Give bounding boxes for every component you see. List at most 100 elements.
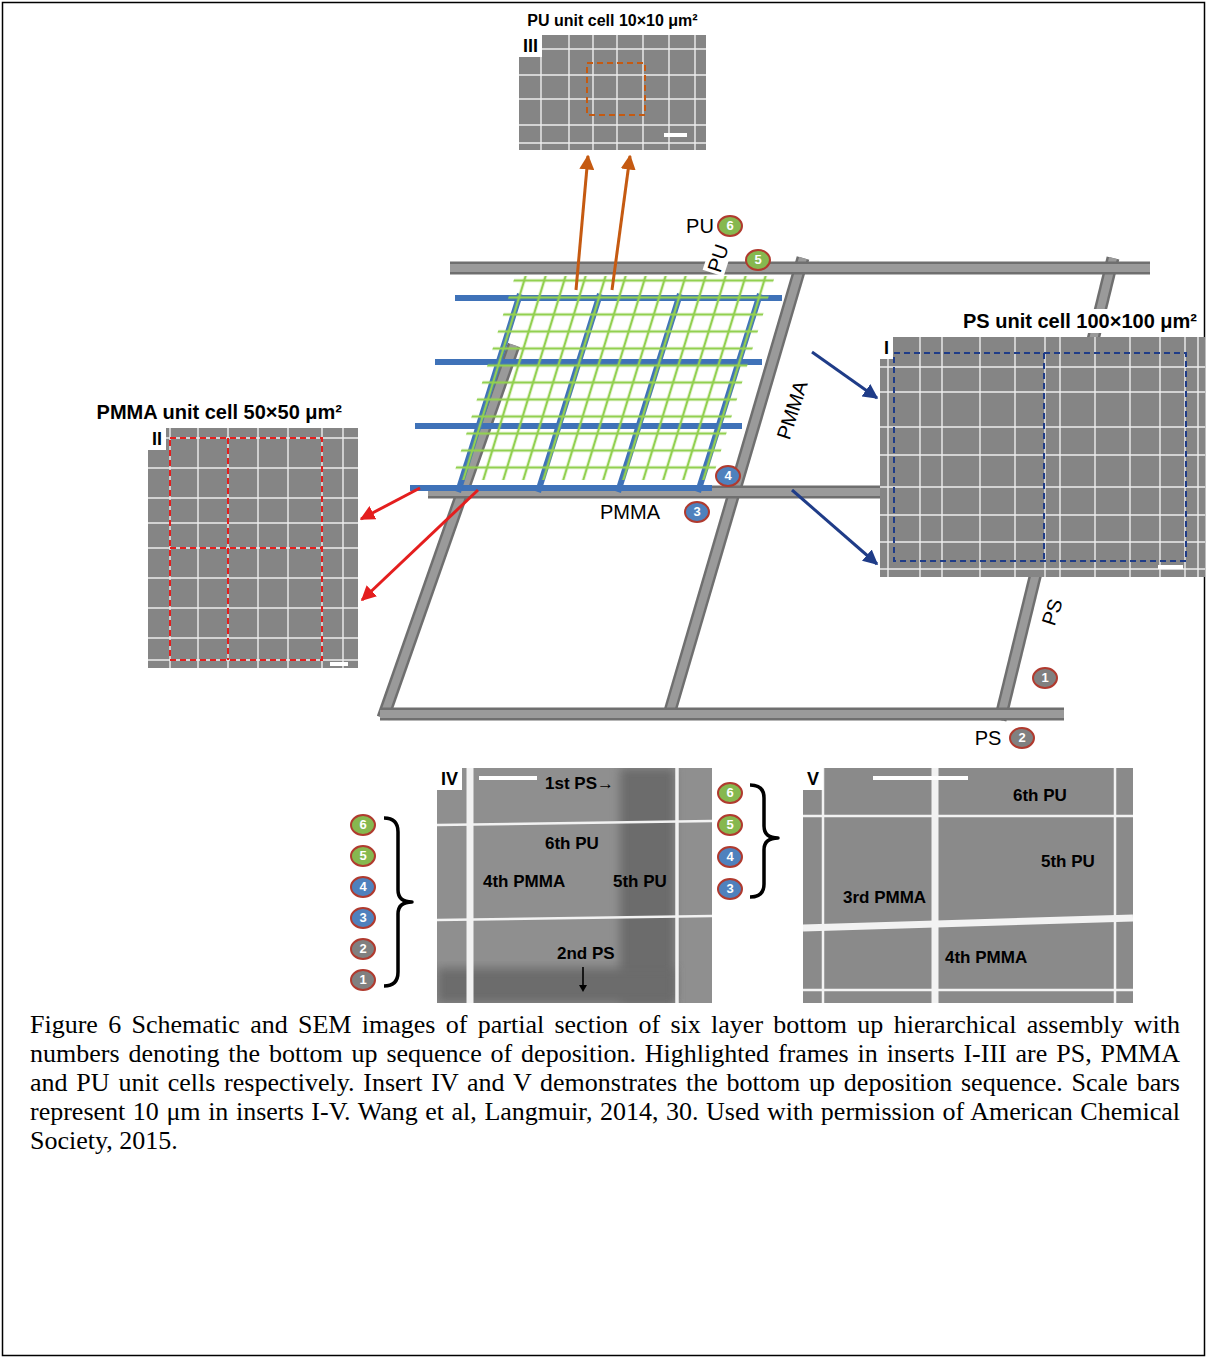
- layer-number-badge: 4: [717, 846, 743, 868]
- fiber-image: [932, 768, 939, 1003]
- layer-number-badge: 5: [717, 814, 743, 836]
- sem-insert: PMMA unit cell 50×50 μm²II: [148, 428, 358, 668]
- fiber-image: [148, 547, 358, 548]
- pointer-arrow: [579, 985, 587, 992]
- layer-annotation: 5th PU: [1041, 852, 1095, 872]
- layer-number: 5: [754, 253, 761, 267]
- unit-cell-frame: [1043, 353, 1045, 561]
- layer-annotation: 6th PU: [1013, 786, 1067, 806]
- layer-annotation: 4th PMMA: [483, 872, 565, 892]
- layer-annotation: 2nd PS: [557, 944, 615, 964]
- fiber-image: [880, 391, 1205, 392]
- sem-image: [148, 428, 358, 668]
- sem-ground: [880, 337, 1205, 577]
- unit-cell-title: PU unit cell 10×10 μm²: [524, 11, 700, 31]
- fiber-image: [519, 124, 706, 125]
- fiber-image: [592, 35, 593, 150]
- fiber-image: [568, 35, 569, 150]
- fiber-image: [880, 366, 1205, 367]
- pointer-arrow: [361, 488, 420, 519]
- fiber-image: [519, 74, 706, 75]
- layer-label: PS: [973, 727, 1004, 749]
- layer-label: PS: [1037, 594, 1067, 630]
- pointer-arrow: [361, 156, 877, 600]
- sem-image: [437, 768, 712, 1003]
- fiber-image: [880, 514, 1205, 515]
- ps-fiber: [450, 264, 1150, 272]
- layer-annotation: 1st PS→: [545, 774, 614, 794]
- sem-ground: [519, 35, 706, 150]
- layer-annotation: 4th PMMA: [945, 948, 1027, 968]
- unit-cell-frame: [170, 438, 322, 660]
- scale-bar: [479, 776, 537, 780]
- layer-number: 6: [726, 786, 733, 800]
- scale-bar: [873, 776, 968, 780]
- layer-number: 3: [359, 911, 366, 925]
- layer-number: 6: [726, 219, 733, 233]
- bracket: [384, 818, 412, 986]
- fiber-image: [803, 918, 1133, 928]
- sem-image: [880, 337, 1205, 577]
- fiber-image: [642, 35, 643, 150]
- fiber-image: [519, 142, 706, 143]
- fiber-image: [227, 428, 228, 668]
- insert-number: V: [803, 768, 823, 790]
- unit-cell-title: PMMA unit cell 50×50 μm²: [94, 400, 345, 424]
- layer-number: 4: [359, 880, 366, 894]
- layer-number: 1: [1041, 671, 1048, 685]
- sem-insert: PS unit cell 100×100 μm²I: [880, 337, 1205, 577]
- layer-number: 2: [1018, 731, 1025, 745]
- sem-insert: PU unit cell 10×10 μm²III: [519, 35, 706, 150]
- layer-number-badge: 4: [350, 876, 376, 898]
- unit-cell-title: PS unit cell 100×100 μm²: [960, 309, 1200, 333]
- layer-number-badge: 4: [715, 465, 741, 487]
- fiber-image: [941, 337, 942, 577]
- sem-insert: IV1st PS→6th PU4th PMMA5th PU2nd PS: [437, 768, 712, 1003]
- layer-number: 5: [726, 818, 733, 832]
- fiber-image: [519, 98, 706, 99]
- layer-number: 3: [693, 505, 700, 519]
- fiber-image: [880, 486, 1205, 487]
- unit-cell-frame: [227, 438, 229, 660]
- ps-fiber: [450, 262, 1150, 275]
- fiber-image: [803, 815, 1133, 818]
- layer-number: 3: [726, 882, 733, 896]
- layer-label: PU: [703, 239, 734, 276]
- layer-number-badge: 3: [684, 501, 710, 523]
- sem-image: [519, 35, 706, 150]
- layer-number-badge: 2: [350, 938, 376, 960]
- pointer-arrow: [792, 490, 877, 564]
- layer-label: PU: [684, 215, 716, 237]
- fiber-image: [887, 337, 888, 577]
- layer-number: 5: [359, 849, 366, 863]
- unit-cell-frame: [894, 353, 1186, 561]
- fiber-image: [694, 35, 695, 150]
- fiber-image: [1044, 337, 1045, 577]
- fiber-image: [148, 637, 358, 638]
- sem-insert: V6th PU5th PU3rd PMMA4th PMMA: [803, 768, 1133, 1003]
- layer-number-badge: 5: [350, 845, 376, 867]
- layer-number-badge: 6: [717, 782, 743, 804]
- fiber-image: [979, 337, 980, 577]
- fiber-image: [880, 568, 1205, 569]
- fiber-image: [519, 48, 706, 49]
- sem-image: [803, 768, 1133, 1003]
- pu-fiber-grid: [452, 276, 775, 480]
- fiber-image: [803, 989, 1133, 992]
- layer-annotation: 5th PU: [613, 872, 667, 892]
- fiber-image: [1114, 768, 1117, 1003]
- sem-ground: [148, 428, 358, 668]
- layer-number-badge: 6: [350, 814, 376, 836]
- scale-bar: [1158, 565, 1183, 569]
- figure-frame: [3, 3, 1205, 1356]
- layer-number-badge: 5: [745, 249, 771, 271]
- bracket: [750, 785, 778, 897]
- unit-cell-frame: [170, 547, 322, 549]
- fiber-image: [148, 607, 358, 608]
- insert-number: IV: [437, 768, 462, 790]
- sem-ground: [437, 768, 712, 1003]
- fiber-image: [1159, 337, 1160, 577]
- layer-number-badge: 3: [350, 907, 376, 929]
